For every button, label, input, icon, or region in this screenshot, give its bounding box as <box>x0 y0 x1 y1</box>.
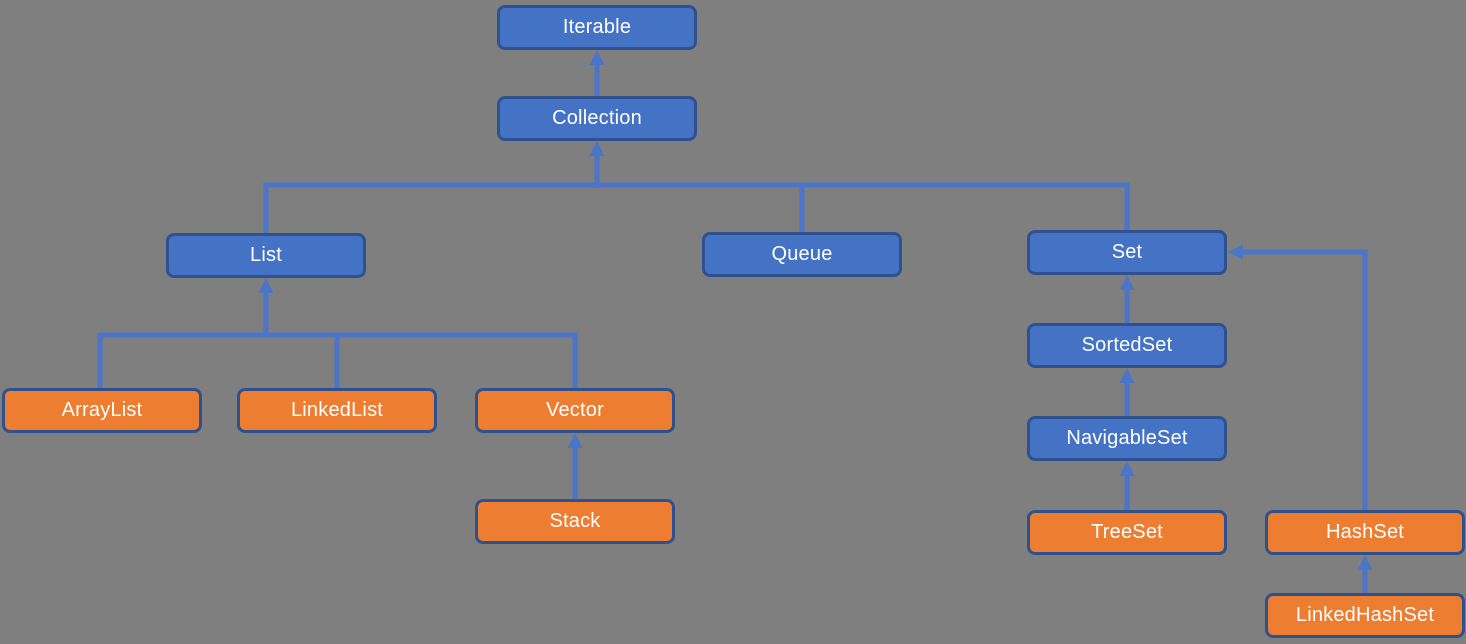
node-linkedhashset-label: LinkedHashSet <box>1295 604 1435 626</box>
node-vector: Vector <box>475 388 675 433</box>
node-collection-label: Collection <box>552 107 642 129</box>
node-sortedset: SortedSet <box>1027 323 1227 368</box>
node-set-label: Set <box>1111 241 1143 263</box>
node-navigableset: NavigableSet <box>1027 416 1227 461</box>
node-hashset-label: HashSet <box>1325 521 1405 543</box>
node-vector-label: Vector <box>546 399 604 421</box>
node-linkedlist-label: LinkedList <box>290 399 384 421</box>
node-treeset: TreeSet <box>1027 510 1227 555</box>
node-iterable: Iterable <box>497 5 697 50</box>
node-arraylist-label: ArrayList <box>61 399 143 421</box>
node-stack: Stack <box>475 499 675 544</box>
node-linkedhashset: LinkedHashSet <box>1265 593 1465 638</box>
node-arraylist: ArrayList <box>2 388 202 433</box>
node-queue: Queue <box>702 232 902 277</box>
node-iterable-label: Iterable <box>562 16 632 38</box>
node-linkedlist: LinkedList <box>237 388 437 433</box>
node-collection: Collection <box>497 96 697 141</box>
edge-branch-collection-children <box>263 182 1130 234</box>
node-treeset-label: TreeSet <box>1091 521 1163 543</box>
node-stack-label: Stack <box>549 510 601 532</box>
node-hashset: HashSet <box>1265 510 1465 555</box>
node-navigableset-label: NavigableSet <box>1066 427 1188 449</box>
node-queue-label: Queue <box>771 243 833 265</box>
edge-hashset-set-arrow <box>1228 244 1368 512</box>
node-set: Set <box>1027 230 1227 275</box>
node-list: List <box>166 233 366 278</box>
node-sortedset-label: SortedSet <box>1081 334 1173 356</box>
node-list-label: List <box>250 244 282 266</box>
